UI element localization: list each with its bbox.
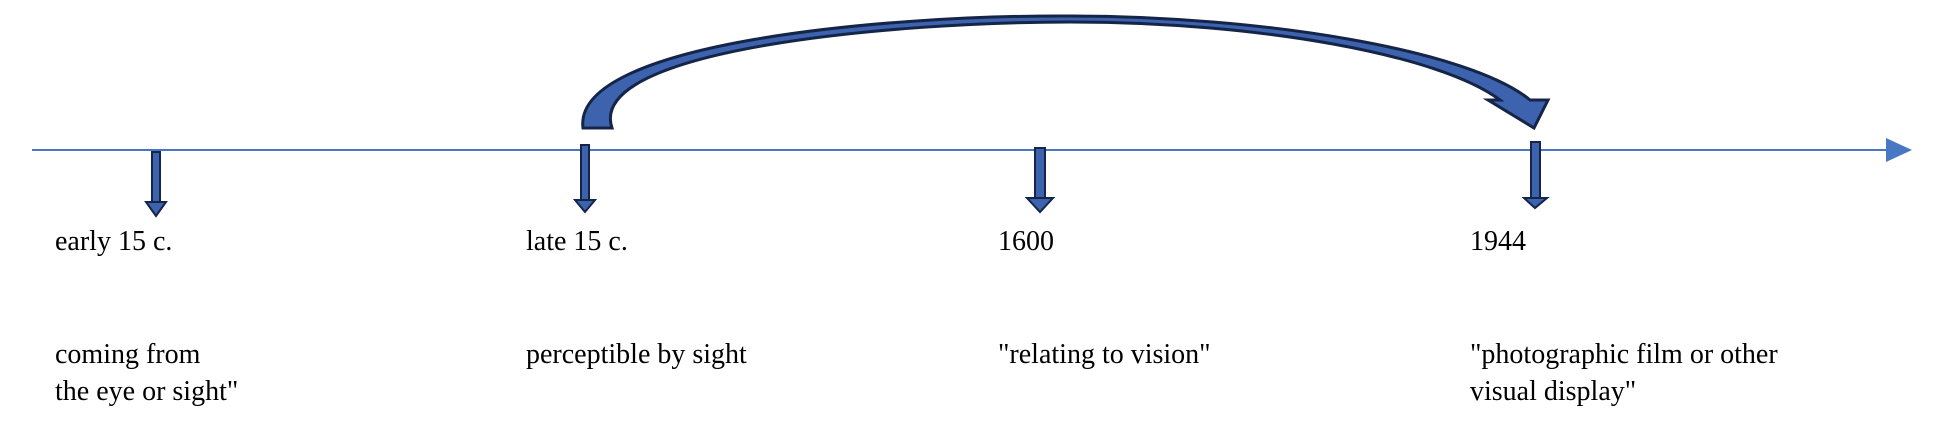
meaning-text-1600: "relating to vision" — [998, 339, 1211, 370]
tick-arrow-1944 — [1521, 141, 1550, 210]
meaning-text-late-15c: perceptible by sight — [526, 339, 747, 370]
tick-arrow-1600 — [1024, 147, 1056, 214]
date-label-late-15c: late 15 c. — [526, 226, 628, 257]
date-label-1944: 1944 — [1470, 226, 1526, 257]
meaning-text-early-15c: coming from the eye or sight" — [55, 339, 239, 407]
timeline-axis-arrowhead — [1886, 138, 1912, 162]
tick-arrow-late-15c — [572, 144, 598, 214]
tick-arrow-early-15c — [144, 151, 168, 218]
curved-connector-arrow — [581, 14, 1551, 131]
date-label-early-15c: early 15 c. — [55, 226, 173, 257]
date-label-1600: 1600 — [998, 226, 1054, 257]
meaning-text-1944: "photographic film or other visual displ… — [1470, 339, 1778, 407]
